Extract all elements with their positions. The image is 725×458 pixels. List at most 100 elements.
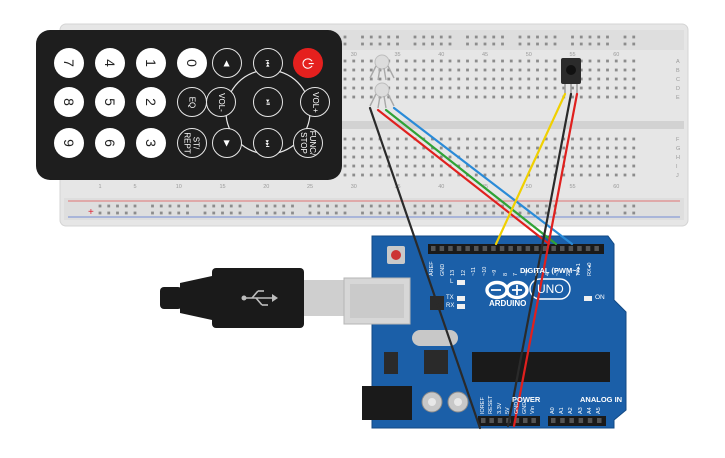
pin-label: IOREF: [480, 397, 486, 414]
pin-label: GND: [513, 401, 520, 414]
row-letter: I: [676, 164, 678, 170]
remote-button-9[interactable]: 2: [136, 87, 166, 117]
pin-label: AREF: [429, 261, 435, 276]
wire-black-ir: [506, 92, 573, 428]
pin-label: GND: [522, 401, 528, 414]
remote-button-14[interactable]: 9: [54, 128, 84, 158]
wire-blue-led: [392, 106, 574, 246]
remote-button-20[interactable]: FUNC/ STOP: [293, 128, 323, 158]
remote-button-11[interactable]: VOL-: [206, 87, 236, 117]
remote-button-16[interactable]: 3: [136, 128, 166, 158]
pin-label: A4: [586, 407, 593, 414]
remote-button-4[interactable]: ◀: [212, 48, 242, 78]
row-letter: G: [676, 146, 680, 152]
analog-header[interactable]: [548, 416, 606, 426]
remote-button-15[interactable]: 6: [95, 128, 125, 158]
remote-button-6[interactable]: ⏻: [293, 48, 323, 78]
column-number-bottom: 25: [307, 184, 313, 190]
remote-button-12[interactable]: ⏯: [253, 87, 283, 117]
wire-red-ir: [512, 92, 579, 428]
remote-button-label: ⏻: [300, 57, 317, 69]
arduino-brand-label: ARDUINO: [489, 299, 527, 308]
remote-button-label: 6: [101, 139, 118, 147]
remote-button-label: VOL-: [216, 92, 226, 112]
remote-button-label: 0: [183, 59, 200, 67]
row-letter: C: [676, 77, 680, 83]
analog-in-label: ANALOG IN: [580, 395, 623, 404]
remote-button-2[interactable]: 1: [136, 48, 166, 78]
column-number-bottom: 20: [263, 184, 269, 190]
pin-label: 12: [460, 269, 467, 276]
pin-label: TX▸1: [576, 263, 582, 276]
pin-label: A1: [559, 407, 566, 414]
remote-button-3[interactable]: 0: [177, 48, 207, 78]
remote-button-label: 1: [142, 59, 159, 67]
row-letter: D: [676, 86, 680, 92]
remote-button-label: ⏯: [263, 98, 273, 106]
arduino-board[interactable]: [343, 235, 627, 429]
pin-label: ~10: [481, 266, 488, 276]
pin-label: 3.3V: [496, 402, 503, 414]
remote-button-13[interactable]: VOL+: [300, 87, 330, 117]
remote-button-1[interactable]: 4: [95, 48, 125, 78]
on-led-label: ON: [595, 294, 605, 301]
wire-black-led: [368, 106, 482, 430]
pin-label: ~6: [523, 269, 530, 276]
row-letter: E: [676, 95, 680, 101]
remote-button-19[interactable]: ⏭: [253, 128, 283, 158]
wires: [368, 92, 579, 430]
row-letter: A: [676, 59, 680, 65]
remote-button-10[interactable]: EQ: [177, 87, 207, 117]
column-number-bottom: 30: [351, 184, 357, 190]
remote-button-7[interactable]: 8: [54, 87, 84, 117]
rgb-led-bottom[interactable]: [369, 82, 395, 109]
rgb-led-top[interactable]: [369, 54, 395, 81]
row-letter: J: [676, 173, 679, 179]
column-number-bottom: 40: [438, 184, 444, 190]
pin-label: Vin: [530, 406, 537, 414]
remote-button-label: 5: [101, 98, 118, 106]
pin-label: A0: [550, 407, 556, 414]
remote-button-label: ▶: [222, 139, 232, 147]
digital-header[interactable]: [428, 244, 604, 254]
wire-red-led: [376, 108, 551, 246]
remote-button-label: 9: [60, 139, 77, 147]
pin-label: A5: [596, 407, 602, 414]
pin-label: 7: [513, 272, 519, 276]
row-letter: F: [676, 137, 680, 143]
column-number-top: 40: [438, 52, 444, 58]
remote-button-label: FUNC/ STOP: [298, 130, 317, 156]
remote-button-label: ⏮: [263, 59, 273, 67]
column-number-bottom: 5: [133, 184, 136, 190]
column-number-top: 50: [526, 52, 532, 58]
pin-label: 2: [565, 272, 572, 276]
remote-button-5[interactable]: ⏮: [253, 48, 283, 78]
remote-button-17[interactable]: ST/ REPT: [177, 128, 207, 158]
power-label: POWER: [512, 395, 541, 404]
remote-button-label: VOL+: [310, 91, 320, 113]
wire-yellow-ir: [494, 92, 567, 246]
pin-label: 13: [450, 269, 456, 276]
row-letter: H: [676, 155, 680, 161]
remote-button-label: 7: [60, 59, 77, 67]
pin-label: 8: [502, 272, 509, 276]
led-rx-label: RX: [446, 303, 455, 309]
column-number-top: 30: [351, 52, 357, 58]
arduino-model-label: UNO: [537, 282, 564, 296]
remote-button-8[interactable]: 5: [95, 87, 125, 117]
column-number-bottom: 15: [219, 184, 225, 190]
ir-receiver[interactable]: [561, 58, 581, 94]
remote-button-18[interactable]: ▶: [212, 128, 242, 158]
column-number-bottom: 60: [613, 184, 619, 190]
remote-button-label: ⏭: [263, 139, 273, 147]
remote-button-label: 8: [60, 98, 77, 106]
usb-cable[interactable]: [160, 268, 346, 328]
remote-button-0[interactable]: 7: [54, 48, 84, 78]
column-number-top: 45: [482, 52, 488, 58]
digital-pwm-label: DIGITAL (PWM~): [520, 266, 580, 275]
led-tx-label: TX: [446, 295, 454, 301]
pin-label: ~5: [534, 269, 540, 276]
pin-label: GND: [439, 263, 446, 276]
rail-plus-label: +: [88, 207, 94, 218]
